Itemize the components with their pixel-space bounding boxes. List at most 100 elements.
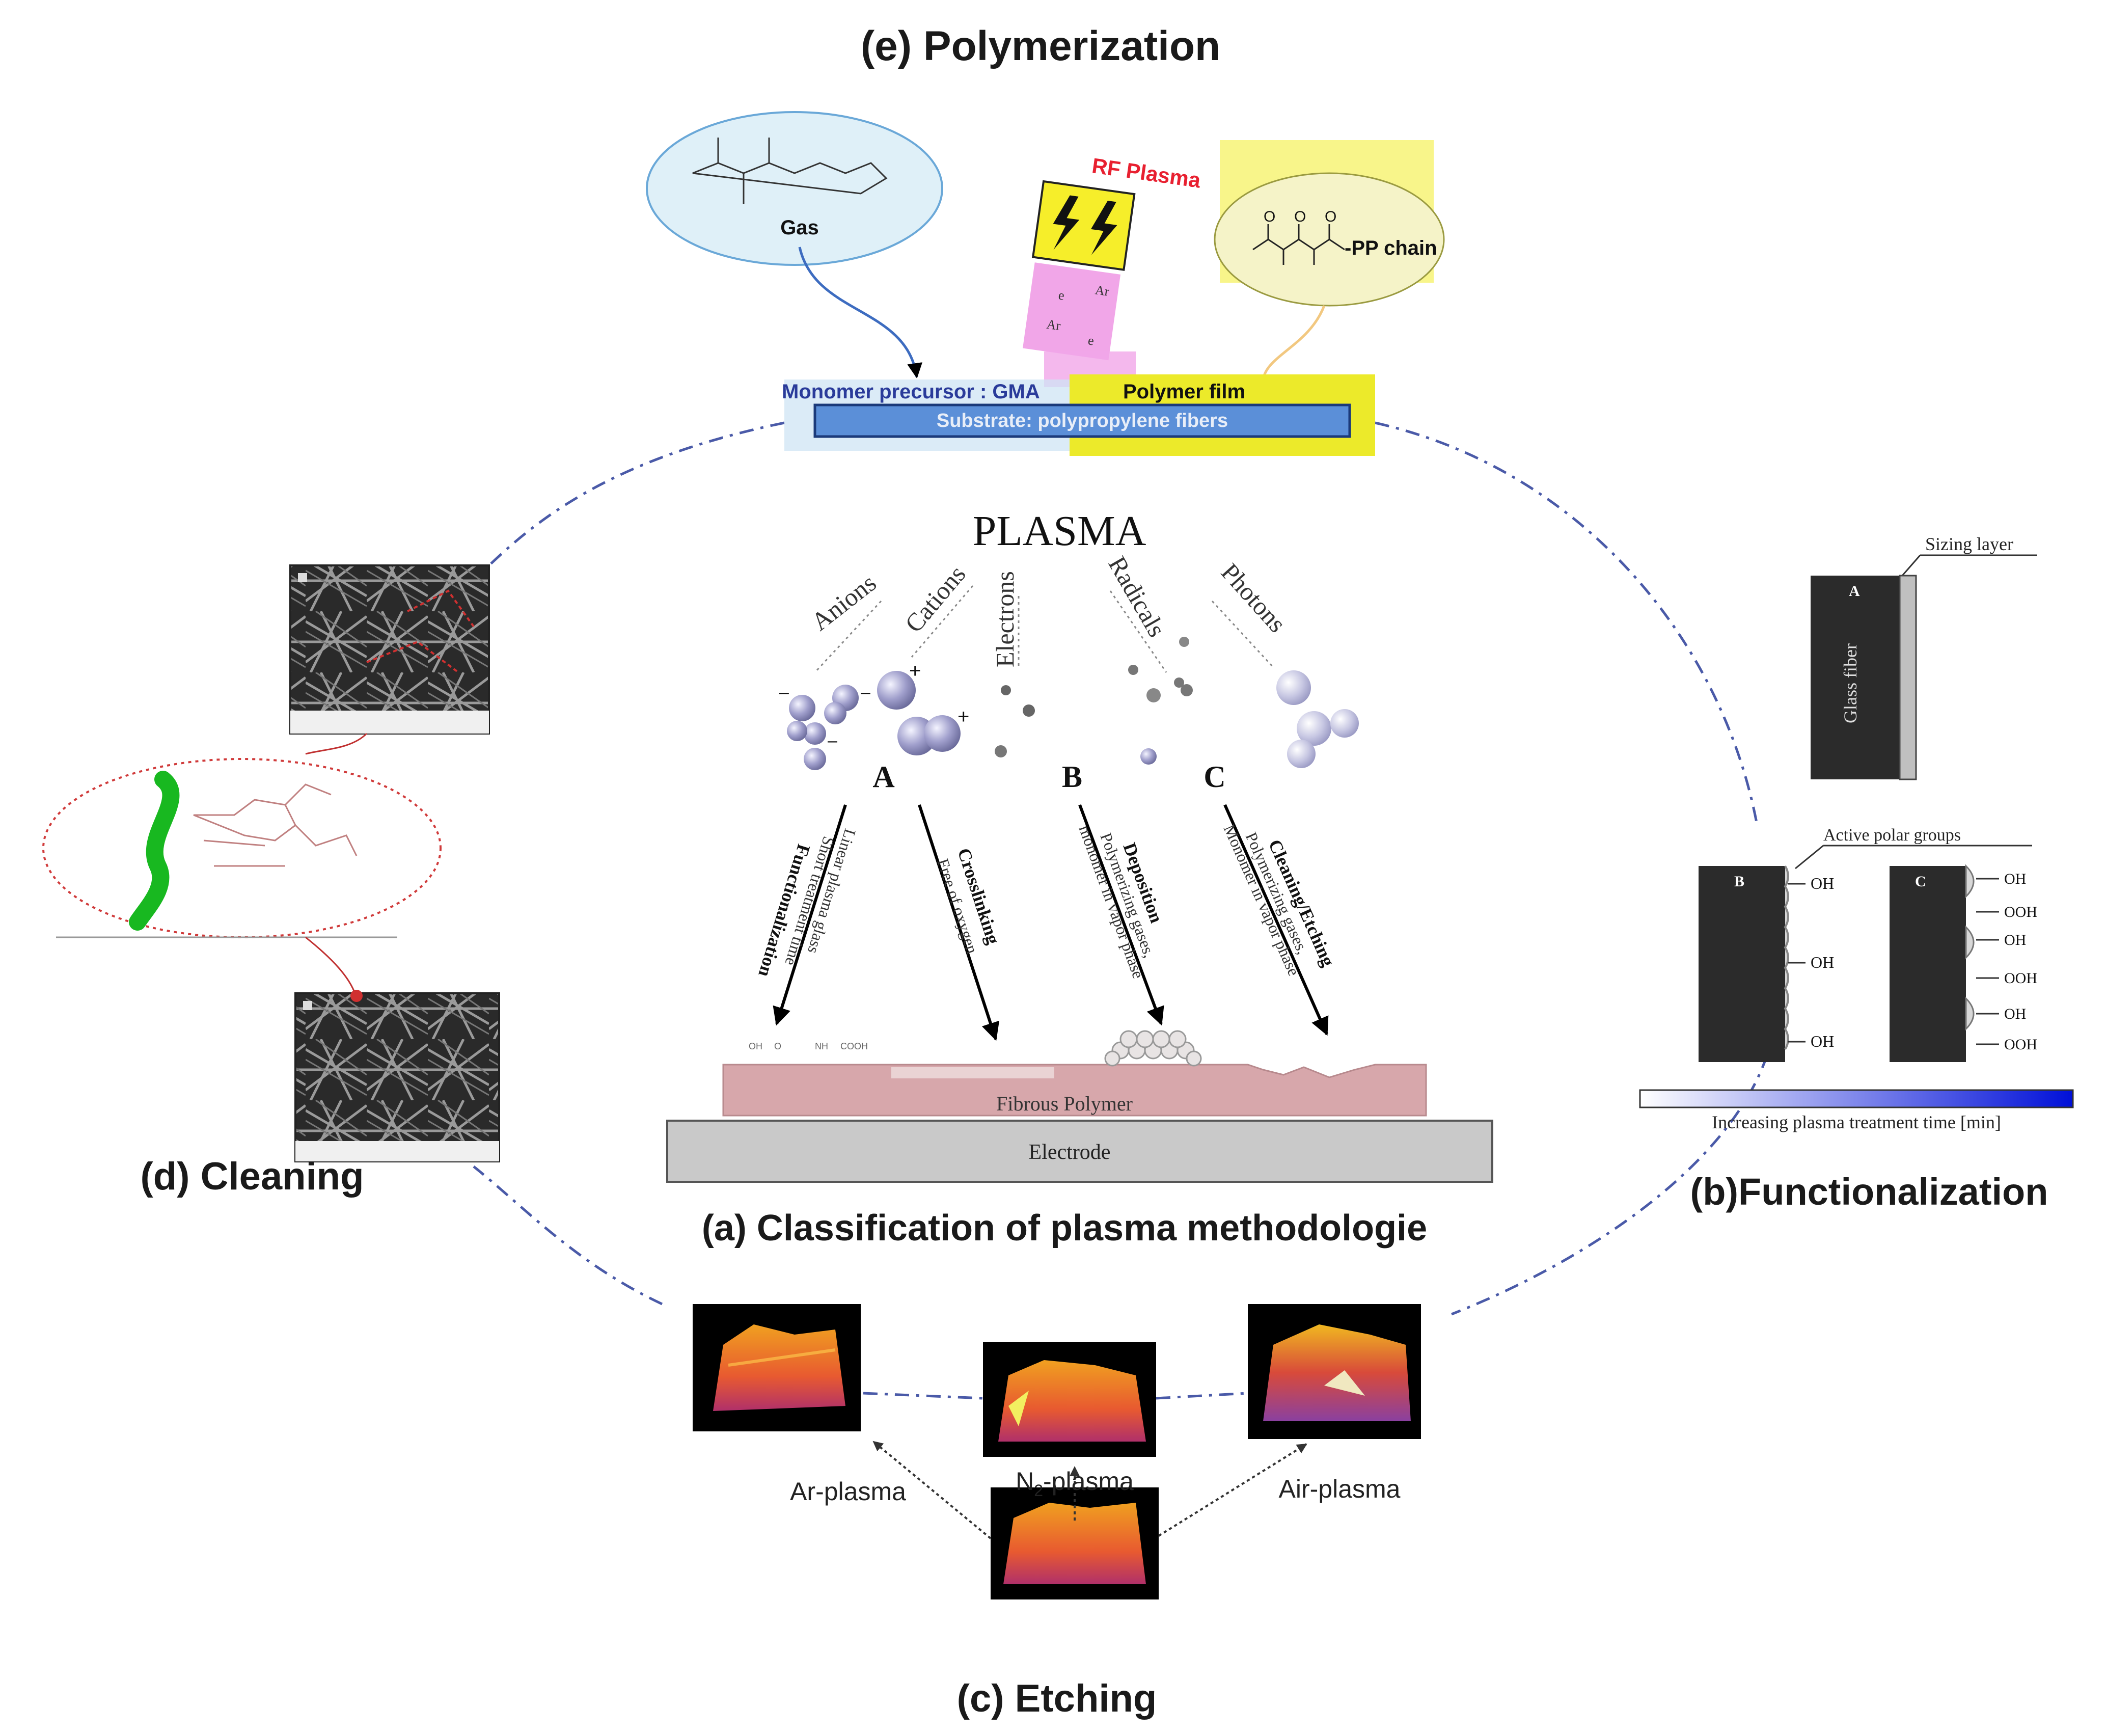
species-cations: Cations [899, 560, 971, 638]
electrode-label: Electrode [1029, 1141, 1111, 1164]
title-functionalization: (b)Functionalization [1690, 1171, 2048, 1213]
group-c-4: OOH [2004, 970, 2037, 987]
svg-text:NH: NH [815, 1041, 828, 1051]
pp-chain-label: -PP chain [1345, 237, 1437, 259]
ar-plasma-label: Ar-plasma [790, 1477, 906, 1506]
gas-bubble [646, 111, 943, 266]
svg-text:+: + [958, 706, 969, 728]
rf-yellow-box [1031, 180, 1136, 271]
gma-structure [692, 138, 888, 204]
species-radicals: Radicals [1103, 552, 1171, 642]
group-b: B [1062, 760, 1082, 794]
pink-species: Ar [1046, 317, 1062, 334]
rf-plasma-label: RF Plasma [1090, 153, 1202, 193]
sem-image-bottom [294, 990, 500, 1162]
glass-fiber-a [1811, 576, 1900, 779]
time-gradient-bar [1639, 1089, 2074, 1108]
substrate-bar [813, 403, 1351, 438]
polymer-top-highlight [891, 1067, 1054, 1078]
connector-top [305, 733, 368, 755]
svg-text:O: O [774, 1041, 781, 1051]
sem-image-top [289, 564, 490, 735]
bumps-c [1965, 864, 1975, 1031]
svg-text:–: – [861, 683, 870, 702]
pink-species: Ar [1094, 282, 1110, 299]
etch-image-base [991, 1487, 1159, 1599]
pink-species: e [1057, 287, 1065, 303]
photon-balls [1276, 670, 1359, 768]
pp-o-1: O [1264, 208, 1275, 225]
group-c-6: OOH [2004, 1036, 2037, 1053]
molecule-bubble [42, 758, 442, 938]
title-etching: (c) Etching [957, 1677, 1157, 1720]
groups-b [1788, 883, 1806, 1043]
time-bar-label: Increasing plasma treatment time [min] [1712, 1112, 2001, 1132]
etch-image-ar [693, 1304, 861, 1431]
molecule-structure [193, 783, 358, 867]
svg-text:+: + [909, 660, 921, 682]
rf-plasma: RF Plasma e Ar Ar e [1023, 153, 1202, 361]
pp-chain-structure [1252, 224, 1345, 265]
polymer-film-label: Polymer film [1123, 381, 1245, 403]
group-c-3: OH [2004, 932, 2026, 948]
panel-c-label: C [1915, 873, 1926, 890]
active-polar-groups-label: Active polar groups [1823, 826, 1961, 845]
species-pointers [814, 585, 1274, 673]
glass-fiber-label: Glass fiber [1840, 643, 1861, 723]
electrode [666, 1120, 1493, 1183]
lightning-icon [1053, 195, 1080, 250]
cleaning-panel: (d) Cleaning [42, 564, 500, 1198]
cation-balls: + + [877, 660, 969, 755]
group-c-1: OH [2004, 871, 2026, 887]
plasma-pink-box [1023, 262, 1121, 361]
pp-arrow [1262, 305, 1326, 383]
group-b-3: OH [1811, 1032, 1834, 1050]
sizing-layer [1899, 575, 1917, 780]
group-c: C [1204, 760, 1225, 794]
svg-text:–: – [779, 683, 789, 702]
panel-b-label: B [1734, 873, 1744, 890]
electron-dots [995, 685, 1035, 757]
group-b-2: OH [1811, 953, 1834, 971]
anion-balls: – – – [779, 683, 870, 770]
pp-o-3: O [1325, 208, 1336, 225]
glass-fiber-c [1890, 866, 1966, 1062]
pp-o-2: O [1294, 208, 1306, 225]
polymerization-panel: Gas RF Plasma e Ar Ar e O O O -PP chain [646, 111, 1445, 456]
title-classification: (a) Classification of plasma methodologi… [702, 1208, 1427, 1249]
green-fiber [129, 771, 180, 931]
svg-text:–: – [828, 731, 837, 750]
etch-image-air [1248, 1304, 1421, 1439]
title-cleaning: (d) Cleaning [140, 1155, 364, 1198]
etch-image-n2 [983, 1342, 1156, 1457]
plasma-title: PLASMA [973, 507, 1146, 555]
functionalization-panel: Sizing layer A Glass fiber Active polar … [1639, 534, 2074, 1213]
species-anions: Anions [806, 568, 881, 636]
species-photons: Photons [1216, 558, 1292, 638]
monomer-precursor-label: Monomer precursor : GMA [782, 381, 1040, 403]
group-a: A [872, 760, 894, 794]
lightning-icon [1090, 200, 1117, 255]
etching-panel: Ar-plasma N2-plasma Air-plasma (c) Etchi… [693, 1304, 1421, 1720]
gas-arrow [798, 247, 922, 378]
fibrous-polymer-label: Fibrous Polymer [996, 1092, 1133, 1115]
wavy-surface-b [1784, 865, 1789, 1050]
title-polymerization: (e) Polymerization [861, 23, 1220, 69]
deposited-spheres [1104, 1030, 1202, 1067]
substrate-label: Substrate: polypropylene fibers [937, 410, 1228, 431]
etch-arrows [872, 1441, 1307, 1539]
group-b-1: OH [1811, 874, 1834, 892]
glass-fiber-b [1699, 866, 1785, 1062]
svg-text:OH: OH [749, 1041, 762, 1051]
classification-panel: PLASMA Anions Cations Electrons Radicals… [666, 507, 1493, 1249]
species-electrons: Electrons [991, 571, 1019, 667]
sizing-layer-label: Sizing layer [1925, 534, 2013, 554]
cycle-connectors [473, 421, 1769, 1400]
pink-species: e [1087, 333, 1095, 348]
air-plasma-label: Air-plasma [1279, 1475, 1401, 1503]
group-c-5: OH [2004, 1006, 2026, 1022]
method-arrows [773, 804, 1329, 1041]
group-c-2: OOH [2004, 904, 2037, 920]
